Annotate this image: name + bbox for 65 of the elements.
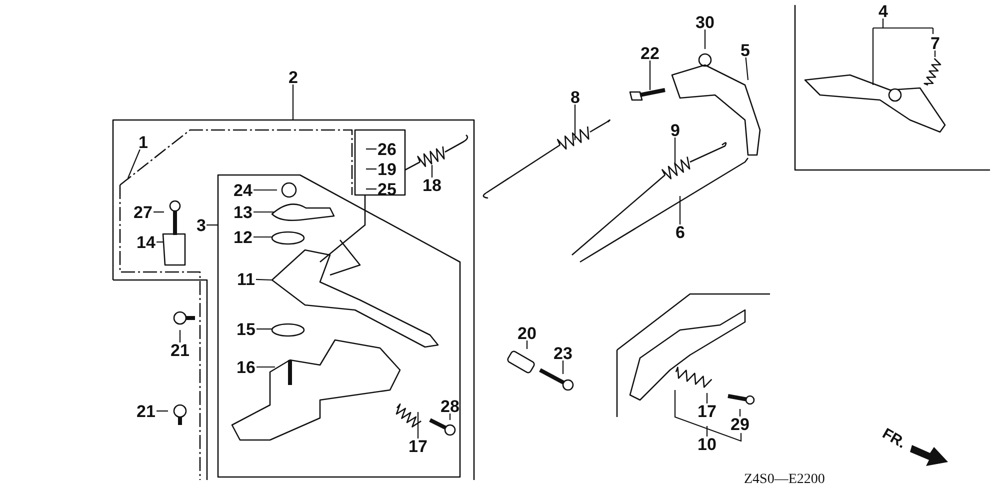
callout-number: 29 — [730, 416, 750, 432]
leader-line — [526, 340, 528, 349]
leader-line — [366, 168, 376, 170]
callout-number: 17 — [698, 402, 716, 420]
leader-line — [679, 196, 681, 224]
callout-number: 22 — [640, 44, 660, 62]
callout-number: 10 — [698, 436, 716, 452]
leader-line — [179, 330, 181, 342]
direction-label: FR. — [879, 425, 909, 452]
leader-line — [449, 414, 451, 420]
leader-line — [704, 30, 706, 49]
leader-line — [256, 278, 272, 281]
leader-line — [366, 148, 376, 150]
callout-number: 9 — [670, 122, 680, 138]
leader-line — [156, 241, 163, 243]
callout-number: 1 — [138, 134, 148, 150]
leader-line — [562, 360, 564, 374]
callout-number: 28 — [440, 398, 460, 414]
callout-number: 19 — [378, 160, 396, 178]
callout-number: 24 — [234, 182, 252, 198]
callout-number: 16 — [236, 358, 256, 376]
leader-line — [649, 60, 651, 90]
leader-line — [154, 211, 164, 213]
leader-line — [256, 366, 275, 368]
leader-line — [706, 393, 708, 404]
leader-line — [292, 84, 294, 120]
callout-number: 7 — [930, 34, 940, 52]
callout-number: 3 — [196, 216, 206, 234]
callout-number: 21 — [136, 402, 156, 420]
callout-number: 11 — [237, 270, 255, 288]
callout-number: 21 — [170, 342, 190, 358]
leader-line — [206, 224, 218, 226]
leader-line — [254, 211, 274, 213]
callout-number: 12 — [234, 228, 252, 246]
callout-number: 6 — [676, 224, 685, 240]
leader-line — [574, 104, 576, 140]
callout-number: 2 — [288, 68, 298, 86]
leader-line — [934, 50, 936, 57]
leader-line — [417, 412, 419, 438]
callout-number: 4 — [878, 2, 888, 20]
leader-line — [674, 389, 742, 442]
leader-line — [256, 328, 272, 330]
leader-line — [739, 409, 741, 416]
leader-line — [366, 188, 376, 190]
callout-number: 27 — [134, 204, 152, 220]
callout-number: 14 — [136, 234, 156, 250]
leader-line — [128, 149, 140, 178]
leader-line — [431, 165, 433, 178]
leader-line — [254, 189, 277, 191]
leader-line — [872, 18, 934, 86]
callout-number: 23 — [554, 344, 572, 362]
drawing-code: Z4S0—E2200 — [744, 472, 825, 488]
leader-line — [156, 410, 168, 412]
callout-number: 26 — [378, 140, 396, 158]
callout-number: 18 — [422, 176, 442, 194]
leader-line — [254, 236, 272, 238]
callout-number: 15 — [236, 320, 256, 338]
callout-number: 17 — [408, 438, 428, 454]
callout-number: 13 — [234, 204, 252, 220]
callout-number: 5 — [740, 42, 750, 58]
leader-line — [674, 138, 676, 163]
callout-number: 20 — [518, 324, 536, 342]
callout-number: 8 — [570, 88, 580, 106]
leader-line — [745, 57, 749, 80]
callout-number: 30 — [696, 14, 714, 30]
